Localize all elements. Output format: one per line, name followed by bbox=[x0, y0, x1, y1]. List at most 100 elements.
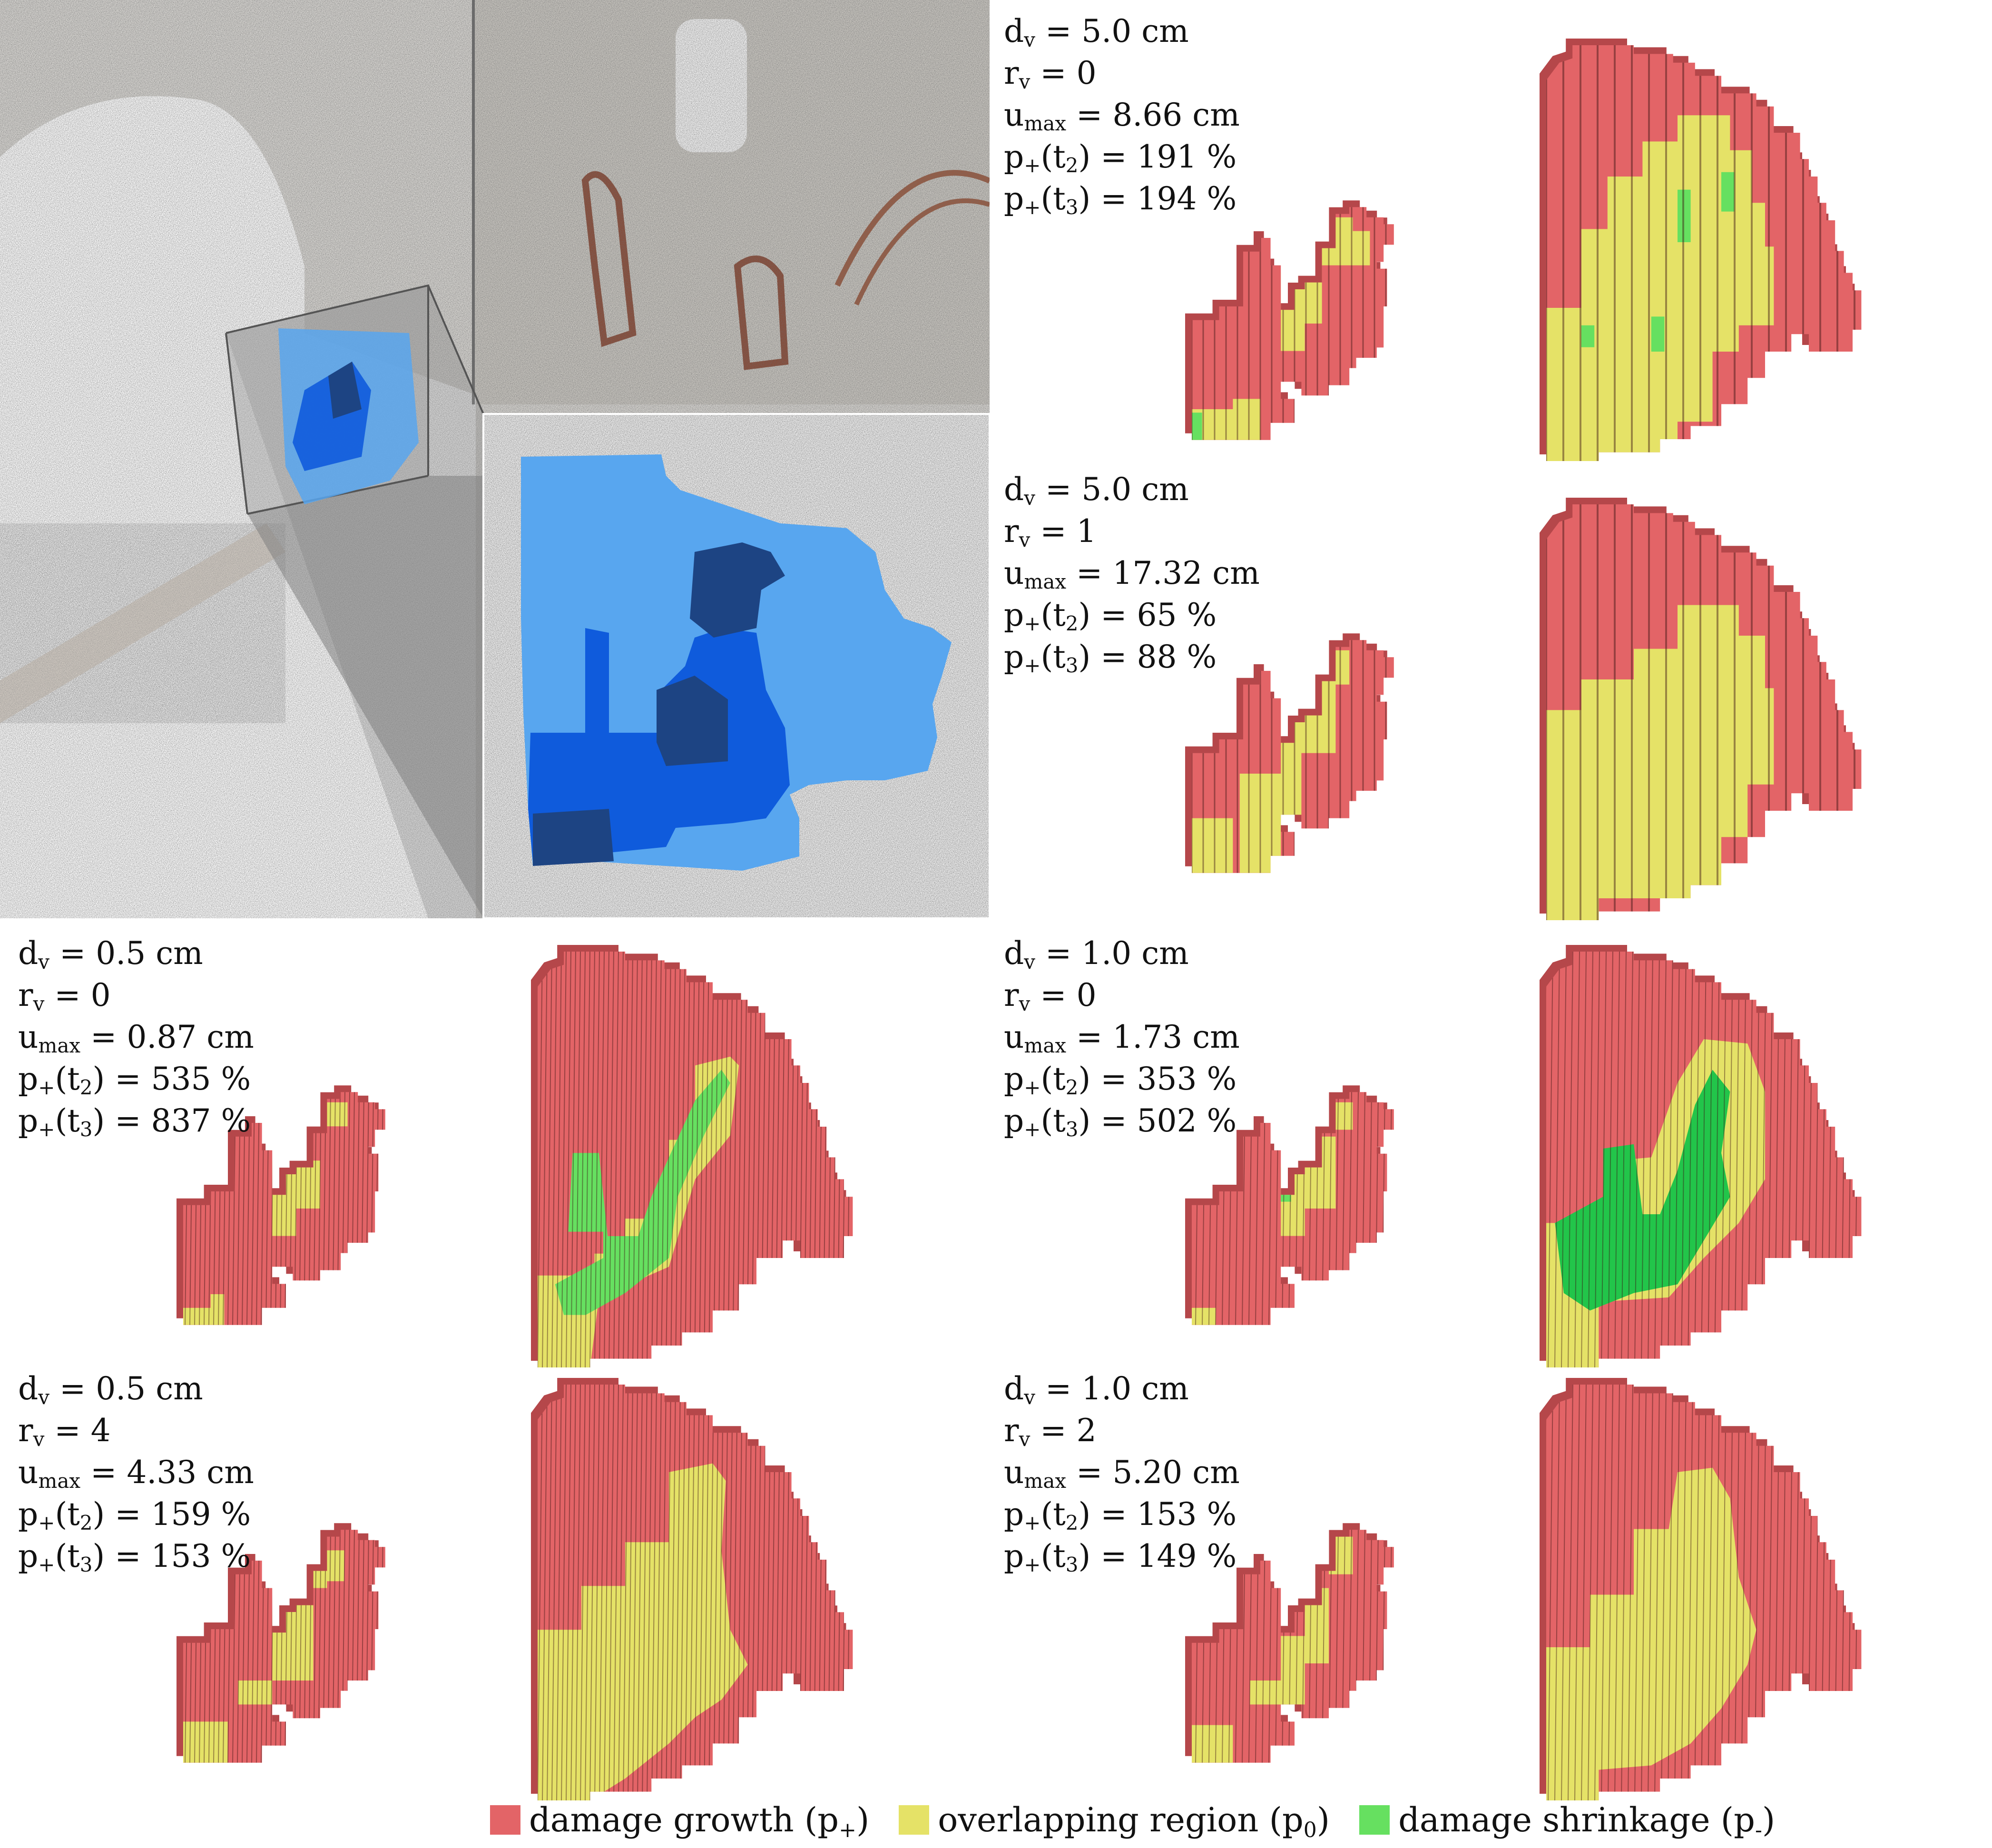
voxel-column-edge bbox=[628, 1385, 633, 1800]
voxel-column-edge bbox=[538, 1385, 543, 1800]
umax-value: 4.33 cm bbox=[127, 1454, 254, 1491]
voxel-column-edge bbox=[708, 952, 714, 1367]
legend-label: damage shrinkage (p-) bbox=[1398, 1800, 1776, 1842]
voxel-column-edge bbox=[608, 952, 614, 1367]
p-t2-value: 159 % bbox=[151, 1496, 251, 1533]
voxel-column-edge bbox=[1707, 952, 1713, 1367]
overlap-region bbox=[183, 1294, 225, 1325]
voxel-column-edge bbox=[842, 1385, 847, 1800]
voxel-column-edge bbox=[1688, 1385, 1693, 1800]
voxel-column-edge bbox=[1628, 952, 1633, 1367]
voxel-column-edge bbox=[1568, 1385, 1573, 1800]
overlap-region bbox=[1546, 115, 1774, 461]
voxel-column-edge bbox=[561, 1385, 567, 1800]
voxel-column-edge bbox=[575, 1385, 581, 1800]
voxel-column-edge bbox=[556, 952, 562, 1367]
legend-label: damage growth (p+) bbox=[529, 1800, 870, 1842]
voxel-column-edge bbox=[1561, 1385, 1567, 1800]
voxel-column-edge bbox=[704, 952, 709, 1367]
voxel-column-edge bbox=[556, 1385, 562, 1800]
voxel-column-edge bbox=[1727, 952, 1733, 1367]
voxel-column-edge bbox=[566, 952, 571, 1367]
umax-value: 17.32 cm bbox=[1112, 555, 1260, 591]
voxel-column-edge bbox=[675, 952, 681, 1367]
voxel-column-edge bbox=[1714, 1385, 1720, 1800]
voxel-column-edge bbox=[1648, 952, 1653, 1367]
voxel-column-edge bbox=[1634, 1385, 1640, 1800]
voxel-column-edge bbox=[1648, 1385, 1653, 1800]
overlap-region bbox=[327, 1102, 348, 1127]
voxel-column-edge bbox=[656, 952, 662, 1367]
overlap-region bbox=[1192, 1307, 1216, 1325]
voxel-column-edge bbox=[1694, 952, 1700, 1367]
overlap-region bbox=[1250, 1588, 1329, 1705]
voxel-column-edge bbox=[685, 952, 690, 1367]
params-a: dv = 5.0 cm rv = 0 umax = 8.66 cm p+(t2)… bbox=[1004, 13, 1240, 219]
voxel-column-edge bbox=[670, 952, 676, 1367]
voxel-column-edge bbox=[1621, 1385, 1627, 1800]
params-e: dv = 0.5 cm rv = 4 umax = 4.33 cm p+(t2)… bbox=[18, 1370, 254, 1576]
rv-value: 1 bbox=[1076, 513, 1097, 550]
voxel-column-edge bbox=[251, 1092, 255, 1325]
voxel-column-edge bbox=[723, 952, 728, 1367]
voxel-column-edge bbox=[708, 1385, 714, 1800]
voxel-column-edge bbox=[642, 952, 648, 1367]
shrinkage-region bbox=[1581, 325, 1595, 347]
p-t3-value: 88 % bbox=[1137, 639, 1217, 675]
overlap-region bbox=[1192, 1725, 1233, 1763]
p-t2-value: 191 % bbox=[1137, 138, 1237, 175]
voxel-column-edge bbox=[256, 1092, 260, 1325]
voxel-column-edge bbox=[837, 1385, 843, 1800]
dv-value: 0.5 cm bbox=[96, 935, 203, 972]
p-t3-value: 837 % bbox=[151, 1102, 251, 1139]
voxel-column-edge bbox=[1588, 952, 1593, 1367]
voxel-column-edge bbox=[594, 952, 600, 1367]
voxel-column-edge bbox=[1262, 1530, 1266, 1763]
voxel-column-edge bbox=[1601, 952, 1607, 1367]
voxel-column-edge bbox=[1601, 1385, 1607, 1800]
voxel-column-edge bbox=[1674, 952, 1680, 1367]
voxel-column-edge bbox=[1854, 952, 1860, 1367]
rv-value: 2 bbox=[1076, 1412, 1097, 1449]
voxel-column-edge bbox=[1681, 1385, 1687, 1800]
voxel-column-edge bbox=[1641, 1385, 1647, 1800]
shrinkage-region bbox=[1192, 413, 1202, 440]
voxel-column-edge bbox=[1714, 952, 1720, 1367]
voxel-column-edge bbox=[727, 1385, 733, 1800]
voxel-column-edge bbox=[651, 1385, 657, 1800]
params-c: dv = 0.5 cm rv = 0 umax = 0.87 cm p+(t2)… bbox=[18, 935, 254, 1141]
voxel-column-edge bbox=[1734, 952, 1740, 1367]
voxel-column-edge bbox=[1661, 952, 1667, 1367]
voxel-column-edge bbox=[251, 1530, 255, 1763]
voxel-column-edge bbox=[694, 952, 700, 1367]
voxel-column-edge bbox=[680, 1385, 686, 1800]
voxel-column-edge bbox=[718, 1385, 724, 1800]
voxel-column-edge bbox=[661, 952, 667, 1367]
p-t2-value: 65 % bbox=[1137, 597, 1217, 633]
voxel-column-edge bbox=[1554, 1385, 1560, 1800]
voxel-column-edge bbox=[647, 1385, 652, 1800]
voxel-column-edge bbox=[618, 1385, 624, 1800]
voxel-column-edge bbox=[1668, 952, 1673, 1367]
voxel-column-edge bbox=[1847, 1385, 1853, 1800]
voxel-column-edge bbox=[566, 1385, 571, 1800]
voxel-column-edge bbox=[613, 952, 619, 1367]
voxel-column-edge bbox=[1668, 1385, 1673, 1800]
legend-swatch-shrinkage bbox=[1359, 1805, 1390, 1835]
params-f: dv = 1.0 cm rv = 2 umax = 5.20 cm p+(t2)… bbox=[1004, 1370, 1240, 1576]
voxel-column-edge bbox=[637, 1385, 643, 1800]
voxel-column-edge bbox=[727, 952, 733, 1367]
voxel-column-edge bbox=[542, 952, 548, 1367]
overlap-region bbox=[183, 1721, 228, 1763]
dv-value: 5.0 cm bbox=[1081, 13, 1189, 49]
voxel-column-edge bbox=[842, 952, 847, 1367]
voxel-column-edge bbox=[1548, 952, 1553, 1367]
voxel-column-edge bbox=[599, 952, 605, 1367]
p-t2-value: 153 % bbox=[1137, 1496, 1237, 1533]
voxel-column-edge bbox=[1554, 952, 1560, 1367]
voxel-column-edge bbox=[670, 1385, 676, 1800]
rv-value: 0 bbox=[90, 977, 111, 1013]
voxel-column-edge bbox=[561, 952, 567, 1367]
umax-value: 1.73 cm bbox=[1112, 1019, 1240, 1055]
rv-value: 4 bbox=[90, 1412, 111, 1449]
